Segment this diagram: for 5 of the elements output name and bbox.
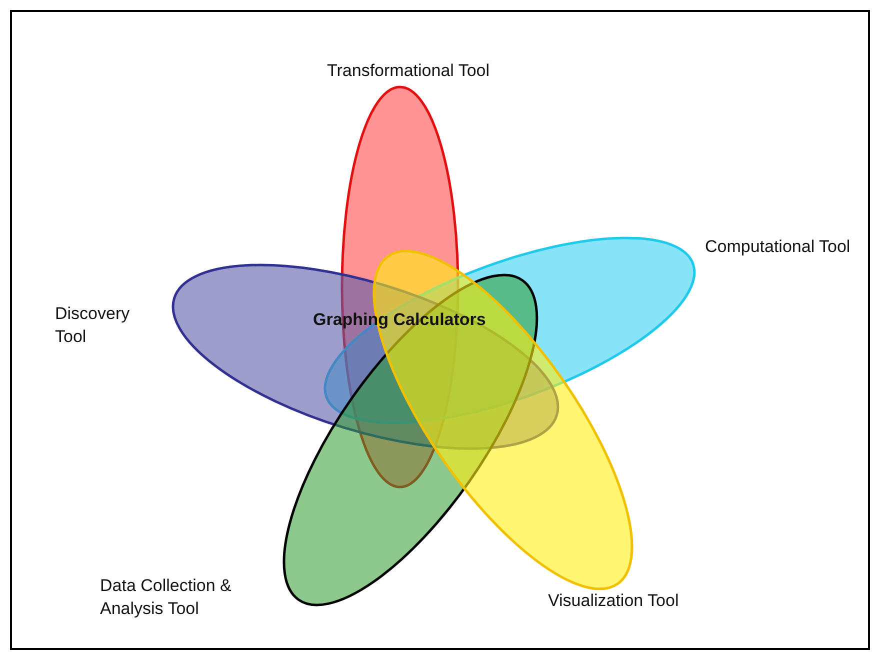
set-label: Transformational Tool: [327, 60, 491, 82]
set-label: Computational Tool: [704, 236, 852, 258]
set-label: Discovery Tool: [55, 302, 131, 348]
set-label: Visualization Tool: [548, 590, 680, 612]
set-label: Data Collection & Analysis Tool: [100, 574, 232, 620]
